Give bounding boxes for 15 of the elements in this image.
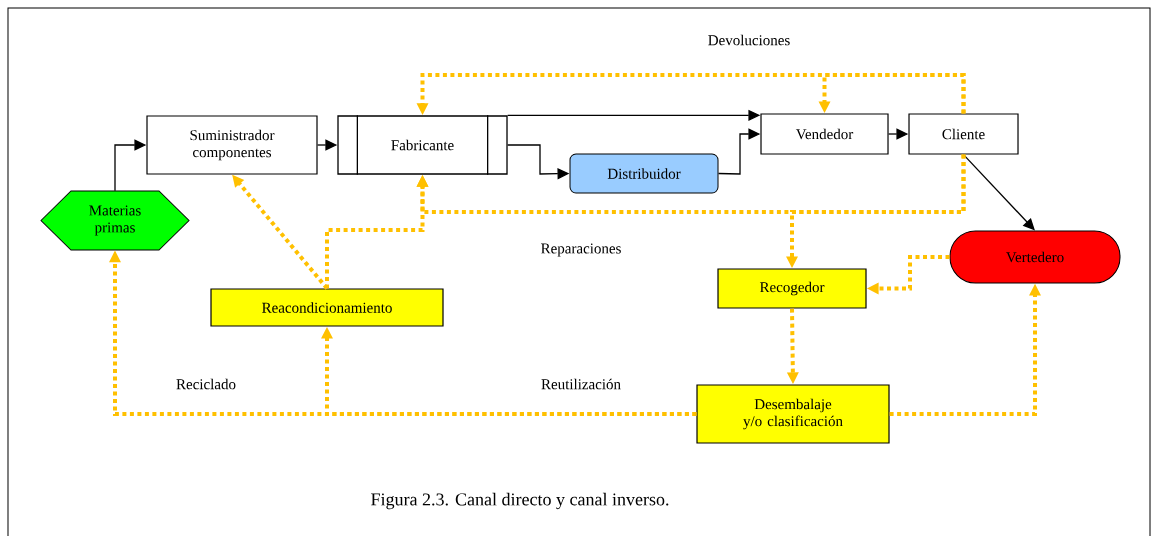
process-box: Vendedor [760, 113, 889, 155]
hexagon-node: Materias primas [40, 190, 190, 251]
flow-label: Devoluciones [708, 34, 790, 46]
process-box: Reacondicionamiento [210, 288, 444, 327]
process-box: Distribuidor [569, 153, 719, 194]
caption: Figura 2.3. Canal directo y canal inverso. [371, 492, 669, 510]
flow-label: Reutilización [541, 378, 621, 390]
terminal-node: Vertedero [949, 230, 1121, 284]
process-box: Desembalaje y/o clasificación [696, 384, 890, 444]
process-box: Recogedor [717, 268, 867, 309]
process-box: Suministrador componentes [146, 115, 318, 175]
process-box: Fabricante [337, 114, 508, 176]
process-box: Cliente [908, 113, 1019, 155]
flow-label: Reciclado [176, 378, 236, 390]
flow-label: Reparaciones [541, 243, 621, 257]
